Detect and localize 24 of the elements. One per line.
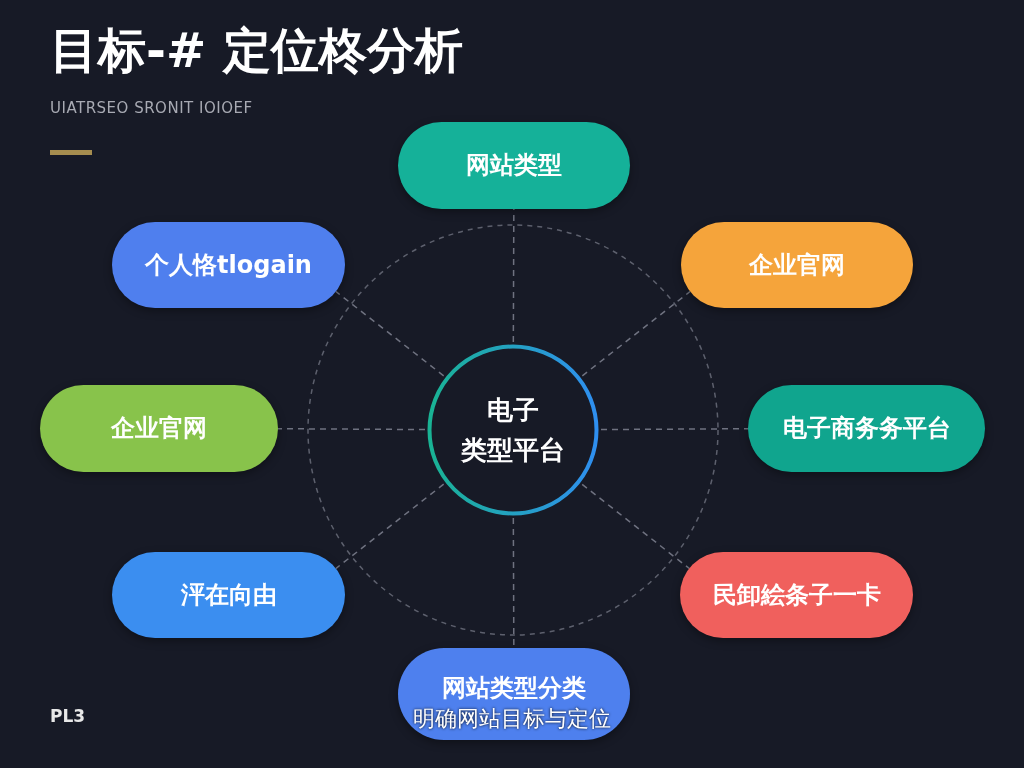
connector-line: [276, 428, 426, 431]
subtitle-text: UIATRSEO SRONIT IOIOEF: [50, 99, 253, 117]
center-circle: [427, 344, 599, 516]
connector-line: [600, 428, 750, 431]
slide-title: 目标-# 定位柊分析: [50, 22, 463, 80]
category-pill: [680, 552, 913, 638]
connector-line: [335, 290, 445, 377]
caption-text: 明确网站目标与定位: [413, 706, 611, 731]
connector-line: [335, 483, 445, 570]
pill-label: 网站类型分类: [442, 674, 586, 703]
pill-label: 网站类型: [466, 151, 562, 180]
pill-label: 企业官网: [111, 414, 207, 443]
connector-line: [512, 207, 515, 343]
connector-line: [581, 483, 691, 570]
pill-label: 企业官网: [749, 250, 845, 280]
pill-label: 个人恪tlogain: [145, 250, 312, 280]
connector-line: [581, 290, 691, 377]
pill-label: 泙在向由: [180, 580, 277, 610]
center-label: 电子: [487, 393, 539, 427]
center-label: 类型平台: [461, 434, 565, 467]
page-number: PL3: [50, 706, 86, 727]
pill-label: 民卸絵条子一卡: [712, 580, 881, 610]
category-pill: [112, 552, 345, 638]
pill-label: 电子商务务平台: [782, 414, 951, 443]
